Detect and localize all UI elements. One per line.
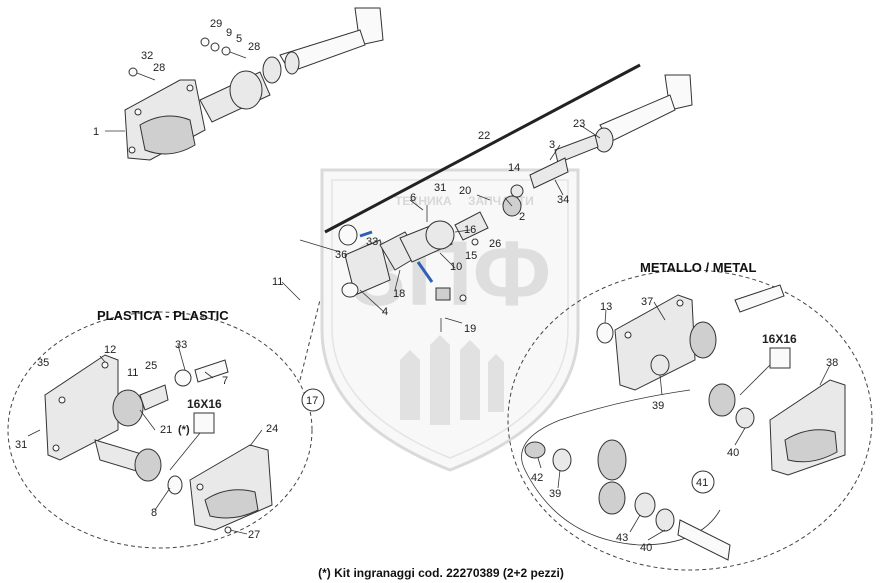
callout-8: 8 bbox=[151, 507, 157, 519]
long-cross-shaft bbox=[324, 63, 641, 234]
callout-37: 37 bbox=[641, 296, 653, 308]
callout-15: 15 bbox=[465, 250, 477, 262]
callout-16: 16 bbox=[464, 224, 476, 236]
middle-assembly bbox=[338, 184, 524, 332]
callout-31a: 31 bbox=[434, 182, 446, 194]
callout-17: 17 bbox=[306, 395, 318, 407]
callout-14: 14 bbox=[508, 162, 520, 174]
callout-40a: 40 bbox=[727, 447, 739, 459]
footnote: (*) Kit ingranaggi cod. 22270389 (2+2 pe… bbox=[318, 566, 564, 580]
callout-11a: 11 bbox=[272, 276, 283, 288]
callout-numbers: 1 2 3 4 5 6 7 8 9 10 11 11 12 13 14 15 1… bbox=[15, 18, 838, 554]
metal-housing-right bbox=[708, 379, 846, 476]
callout-4: 4 bbox=[382, 306, 388, 318]
plastic-shaft-square-icon bbox=[193, 412, 215, 434]
metal-shaft-square-icon bbox=[769, 347, 791, 369]
callout-28a: 28 bbox=[248, 41, 260, 53]
callout-41-circle bbox=[691, 470, 715, 494]
metal-shaft-size: 16X16 bbox=[762, 332, 797, 346]
callout-27: 27 bbox=[248, 529, 260, 541]
plastic-connector bbox=[299, 299, 321, 381]
metal-boundary bbox=[507, 269, 873, 571]
watermark-top-text: ТЕХНИКА bbox=[395, 194, 452, 208]
metal-detail-outline bbox=[521, 389, 721, 546]
plastic-title: PLASTICA - PLASTIC bbox=[97, 308, 229, 323]
callout-leaders bbox=[27, 124, 831, 541]
callout-3: 3 bbox=[549, 139, 555, 151]
callout-23: 23 bbox=[573, 118, 585, 130]
callout-7: 7 bbox=[222, 375, 228, 387]
callout-10: 10 bbox=[450, 261, 462, 273]
watermark-top-text-2: ЗАПЧАСТИ bbox=[468, 194, 534, 208]
callout-34: 34 bbox=[557, 194, 569, 206]
callout-41: 41 bbox=[696, 477, 708, 489]
callout-28b: 28 bbox=[153, 62, 165, 74]
top-gearbox-housing bbox=[105, 79, 206, 161]
top-hardware bbox=[128, 37, 247, 81]
callout-9: 9 bbox=[226, 27, 232, 39]
callout-18: 18 bbox=[393, 288, 405, 300]
callout-21: 21 bbox=[160, 424, 172, 436]
plastic-boundary bbox=[7, 311, 313, 549]
callout-39a: 39 bbox=[652, 400, 664, 412]
callout-31b: 31 bbox=[15, 439, 27, 451]
kit-marker: (*) bbox=[178, 424, 190, 436]
callout-22: 22 bbox=[478, 130, 490, 142]
callout-17-circle bbox=[301, 388, 325, 412]
callout-1: 1 bbox=[93, 126, 99, 138]
watermark-wheat-icon bbox=[400, 335, 504, 425]
callout-2: 2 bbox=[519, 211, 525, 223]
callout-36: 36 bbox=[335, 249, 347, 261]
callout-25: 25 bbox=[145, 360, 157, 372]
callout-38: 38 bbox=[826, 357, 838, 369]
callout-33b: 33 bbox=[175, 339, 187, 351]
upper-shaft bbox=[199, 7, 384, 123]
callout-40b: 40 bbox=[640, 542, 652, 554]
callout-20: 20 bbox=[459, 185, 471, 197]
callout-24: 24 bbox=[266, 423, 278, 435]
callout-35: 35 bbox=[37, 357, 49, 369]
callout-11b: 11 bbox=[127, 367, 138, 379]
callout-43: 43 bbox=[616, 532, 628, 544]
callout-13: 13 bbox=[600, 301, 612, 313]
watermark-shield: ТЕХНИКА ЗАПЧАСТИ ЗПФ bbox=[320, 168, 580, 472]
metal-detail-parts bbox=[524, 439, 731, 561]
callout-39b: 39 bbox=[549, 488, 561, 500]
callout-5: 5 bbox=[236, 33, 242, 45]
callout-32: 32 bbox=[141, 50, 153, 62]
plastic-gears bbox=[94, 359, 229, 495]
plastic-housing-right bbox=[189, 444, 273, 534]
callout-26: 26 bbox=[489, 238, 501, 250]
callout-6: 6 bbox=[410, 192, 416, 204]
callout-33a: 33 bbox=[366, 236, 378, 248]
callout-42: 42 bbox=[531, 472, 543, 484]
callout-29: 29 bbox=[210, 18, 222, 30]
metal-housing-left bbox=[596, 284, 785, 391]
metal-title: METALLO / METAL bbox=[640, 260, 757, 275]
lower-shaft bbox=[529, 74, 693, 189]
plastic-housing-left bbox=[44, 354, 119, 461]
callout-12: 12 bbox=[104, 344, 116, 356]
callout-19: 19 bbox=[464, 323, 476, 335]
plastic-shaft-size: 16X16 bbox=[187, 397, 222, 411]
